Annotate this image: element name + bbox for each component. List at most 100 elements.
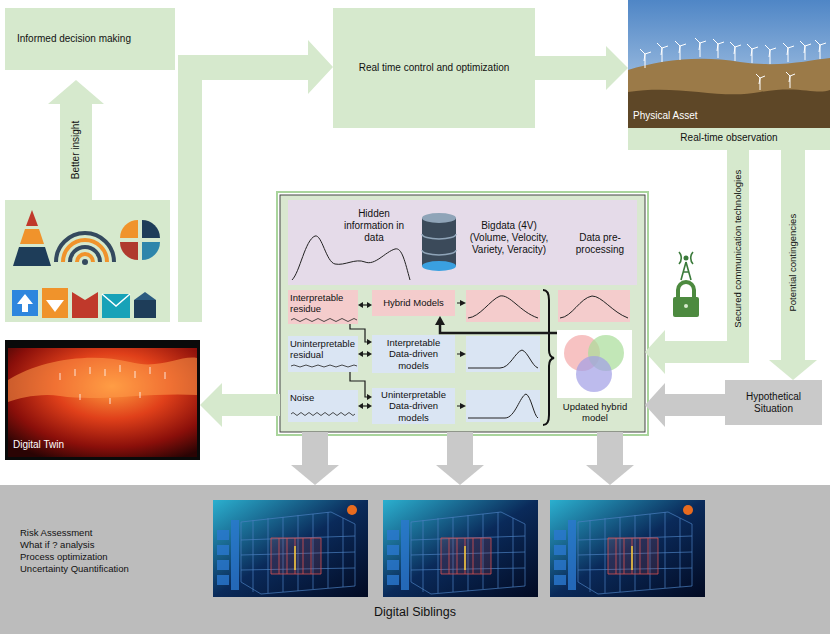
label-text: Digital Siblings bbox=[0, 605, 830, 620]
label-text: Physical Asset bbox=[633, 110, 753, 122]
connector-line bbox=[350, 372, 368, 397]
arrowhead bbox=[435, 316, 445, 325]
asset-hill bbox=[628, 58, 830, 128]
model-box: Hybrid Models bbox=[372, 290, 455, 316]
small-arrow bbox=[460, 351, 466, 357]
arrow-icon bbox=[12, 290, 38, 316]
arrowhead bbox=[358, 403, 363, 409]
text-holder: Process optimization bbox=[20, 551, 200, 562]
petal-icon bbox=[142, 242, 160, 260]
small-arrow bbox=[460, 403, 466, 409]
control-box: Real time control and optimization bbox=[333, 8, 535, 128]
arrowhead bbox=[769, 360, 817, 380]
panel-frame bbox=[277, 192, 648, 435]
antenna-icon bbox=[684, 256, 689, 261]
text-holder: Risk Assessment bbox=[20, 527, 200, 538]
sibling-picture bbox=[213, 500, 368, 597]
icon-panel bbox=[5, 200, 170, 322]
label-text: Noise bbox=[290, 392, 356, 403]
label-text: Hidden information in data bbox=[334, 208, 414, 244]
arrow-icon bbox=[72, 292, 98, 318]
signal-icon bbox=[56, 233, 114, 262]
connector bbox=[291, 432, 339, 485]
arrowhead bbox=[586, 465, 634, 485]
physical-asset: Physical AssetReal-time observation bbox=[628, 0, 830, 150]
residue-box: Noise bbox=[288, 390, 358, 422]
twin-frame bbox=[5, 340, 200, 460]
lock-icon bbox=[678, 282, 694, 298]
label-text: Risk Assessment bbox=[20, 527, 200, 538]
residue-ground bbox=[288, 336, 358, 372]
house-icon bbox=[134, 300, 156, 318]
twin-turbines bbox=[60, 365, 165, 404]
noise-wave bbox=[291, 413, 355, 416]
label-text: Hybrid Models bbox=[375, 297, 452, 308]
curve-box bbox=[466, 390, 540, 422]
label-text: Data pre-processing bbox=[566, 232, 634, 256]
petal-icon bbox=[120, 242, 138, 260]
label-text: Process optimization bbox=[20, 551, 200, 562]
wind-turbines bbox=[640, 38, 826, 90]
signal-icon bbox=[82, 259, 88, 265]
arrow-icon bbox=[17, 294, 33, 312]
residue-ground bbox=[288, 290, 358, 324]
connector bbox=[200, 383, 280, 427]
label-text: Digital Twin bbox=[13, 439, 133, 451]
curve-box bbox=[466, 336, 540, 372]
text-holder: Bigdata (4V) (Volume, Velocity, Variety,… bbox=[462, 220, 556, 256]
connector-line bbox=[302, 432, 328, 467]
arrowhead bbox=[200, 383, 222, 427]
connector-line bbox=[663, 394, 725, 416]
connector-line bbox=[363, 353, 368, 354]
decision-box: Informed decision making bbox=[5, 8, 175, 70]
sibling-picture bbox=[550, 500, 705, 597]
sibling-picture bbox=[383, 500, 538, 597]
residue-wave bbox=[291, 365, 357, 367]
pyramid-icon bbox=[13, 247, 51, 266]
petal-icon bbox=[120, 220, 138, 238]
petal-icon bbox=[142, 220, 160, 238]
database-icon bbox=[422, 261, 456, 271]
text-holder: What if ? analysis bbox=[20, 539, 200, 550]
asset-sky bbox=[628, 0, 830, 128]
label-text: Hypothetical Situation bbox=[731, 391, 816, 415]
curve-box bbox=[466, 290, 540, 322]
arrowhead bbox=[291, 465, 339, 485]
text-holder: Hidden information in data bbox=[334, 208, 414, 244]
hypothetical-box: Hypothetical Situation bbox=[725, 380, 822, 425]
digital-twin: Digital Twin bbox=[5, 340, 200, 460]
connector bbox=[769, 150, 817, 380]
connector-line bbox=[535, 56, 608, 80]
lock-icon bbox=[673, 297, 699, 317]
arrowhead bbox=[606, 46, 628, 90]
connector-line bbox=[663, 150, 738, 352]
model-box: Interpretable Data-driven models bbox=[372, 335, 455, 373]
label-text: Updated hybrid model bbox=[557, 401, 633, 424]
text-holder: Data pre-processing bbox=[566, 232, 634, 256]
label-text: Interpretable residue bbox=[290, 292, 356, 315]
connector bbox=[436, 432, 484, 485]
database-icon bbox=[422, 218, 456, 266]
connector-line bbox=[597, 432, 623, 467]
twin-hill bbox=[8, 358, 197, 402]
label-text: Interpretable Data-driven models bbox=[375, 337, 452, 371]
lock-icon bbox=[684, 304, 688, 308]
small-arrow bbox=[460, 300, 466, 306]
connector-line bbox=[363, 405, 368, 406]
twin-terrain bbox=[8, 348, 197, 457]
curve-line bbox=[468, 296, 538, 318]
connector-line bbox=[440, 324, 557, 333]
sun-dot bbox=[347, 505, 357, 515]
venn-ground bbox=[557, 330, 632, 398]
connector bbox=[535, 46, 628, 90]
curve-line bbox=[560, 296, 628, 318]
insight-arrow bbox=[48, 80, 104, 200]
connector bbox=[358, 403, 372, 409]
siblings-ground bbox=[0, 485, 830, 634]
residue-wave bbox=[291, 319, 357, 322]
curve-line bbox=[468, 350, 538, 368]
arrowhead bbox=[436, 465, 484, 485]
asset-caption-strip bbox=[628, 128, 830, 150]
connector-line bbox=[220, 394, 280, 416]
